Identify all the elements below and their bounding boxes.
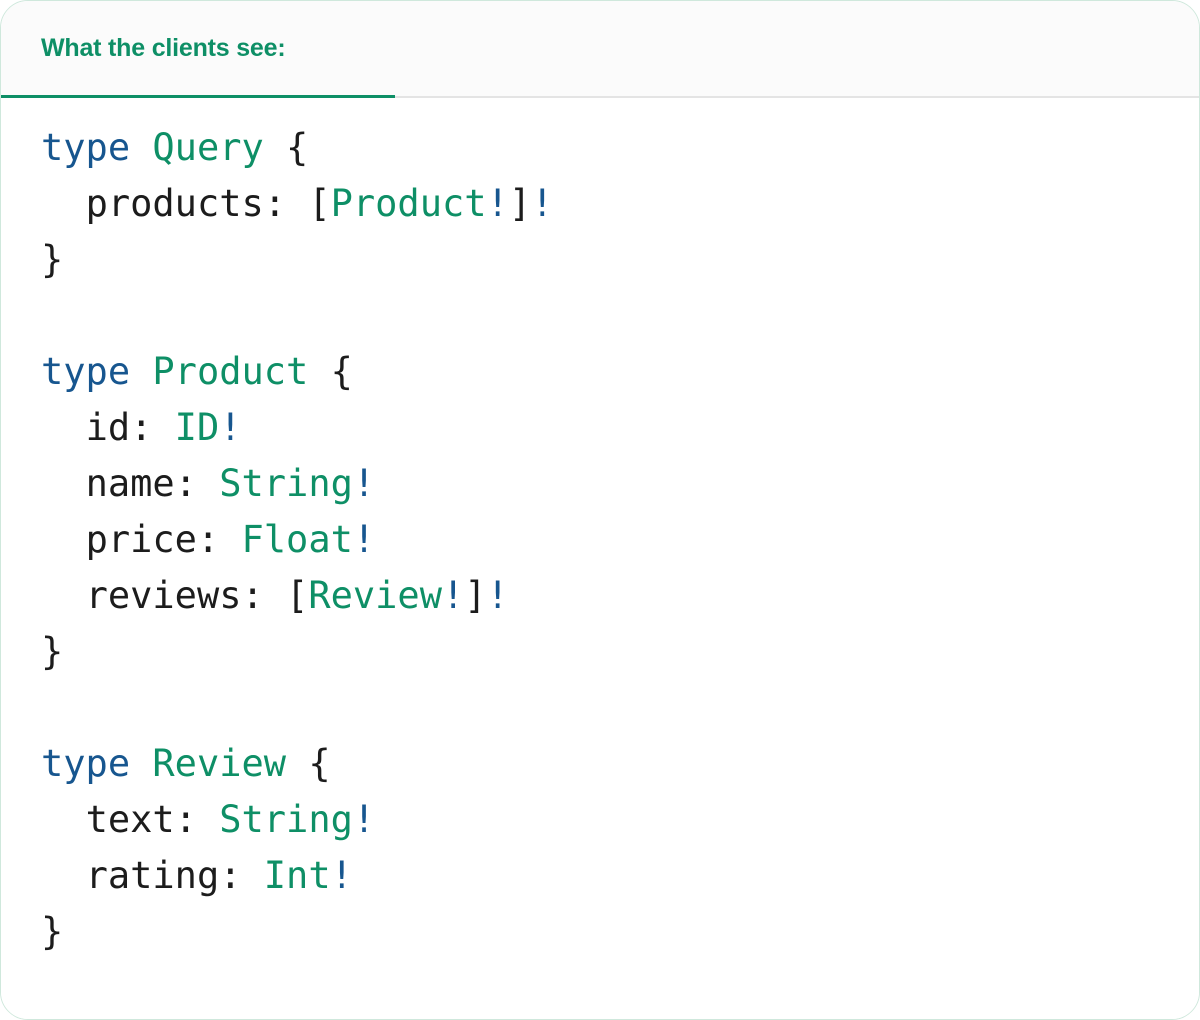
code-token-plain: text: [85, 798, 220, 841]
code-token-bang: ! [531, 182, 554, 225]
code-token-plain [130, 126, 152, 169]
code-token-type: Int [263, 854, 331, 897]
code-token-type: ID [174, 406, 220, 449]
code-token-type: Product [152, 350, 309, 393]
code-token-type: Query [152, 126, 264, 169]
code-token-bang: ! [352, 798, 376, 841]
code-token-plain: } [41, 238, 64, 281]
code-token-plain: { [286, 742, 331, 785]
code-token-type: Review [152, 742, 287, 785]
code-token-bang: ! [486, 574, 509, 617]
code-token-plain: ] [464, 574, 487, 617]
code-token-bang: ! [330, 854, 353, 897]
code-token-keyword: type [41, 742, 131, 785]
tab-what-the-clients-see[interactable]: What the clients see: [1, 1, 395, 98]
code-token-type: String [219, 798, 353, 841]
code-token-plain: name: [85, 462, 220, 505]
code-token-plain: rating: [85, 854, 264, 897]
graphql-schema-code: type Query { products: [Product!]! } typ… [41, 120, 1159, 960]
code-token-plain [130, 350, 152, 393]
code-token-type: Float [241, 518, 353, 561]
code-token-plain: reviews: [ [85, 574, 309, 617]
code-token-plain: ] [508, 182, 532, 225]
card-header: What the clients see: [1, 1, 1199, 98]
code-body: type Query { products: [Product!]! } typ… [1, 98, 1199, 1019]
code-token-plain: price: [85, 518, 242, 561]
code-token-plain: } [41, 910, 64, 953]
code-token-bang: ! [441, 574, 465, 617]
code-token-plain [130, 742, 152, 785]
code-token-type: Review [308, 574, 442, 617]
code-token-plain: } [41, 630, 64, 673]
code-token-keyword: type [41, 350, 131, 393]
code-token-bang: ! [352, 518, 376, 561]
code-token-type: String [219, 462, 353, 505]
tab-label: What the clients see: [41, 33, 286, 62]
code-token-keyword: type [41, 126, 131, 169]
code-token-plain: id: [85, 406, 175, 449]
code-token-plain: { [263, 126, 309, 169]
code-token-bang: ! [486, 182, 509, 225]
code-token-bang: ! [219, 406, 242, 449]
code-token-plain: products: [ [85, 182, 331, 225]
code-token-plain: { [308, 350, 353, 393]
code-token-bang: ! [352, 462, 376, 505]
code-token-type: Product [330, 182, 487, 225]
